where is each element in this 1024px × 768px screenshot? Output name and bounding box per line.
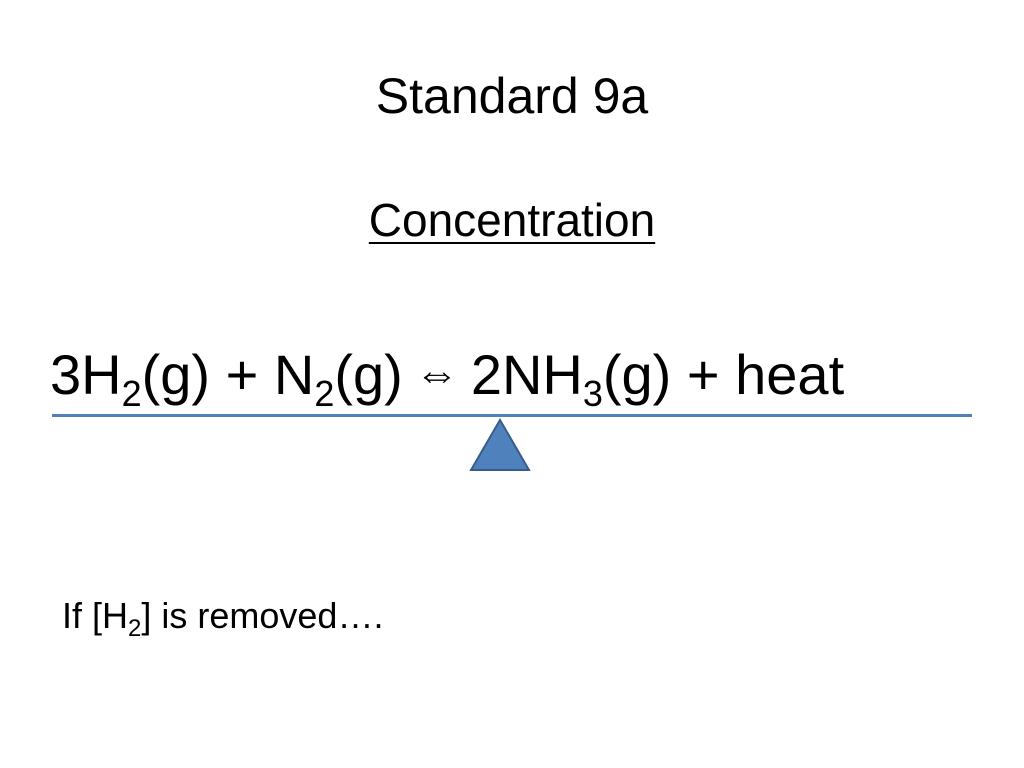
eq-heat-term: (g) + heat bbox=[602, 343, 845, 406]
eq-h2-subscript: 2 bbox=[121, 373, 142, 414]
eq-plus-n2-term: (g) + N bbox=[141, 343, 315, 406]
eq-n2-state: (g) bbox=[334, 343, 403, 406]
prompt-subscript: 2 bbox=[128, 615, 142, 642]
equilibrium-arrow-icon: ⇔ bbox=[414, 349, 459, 398]
eq-nh3-term: 2NH bbox=[470, 343, 583, 406]
prompt-prefix: If [H bbox=[62, 595, 129, 636]
prompt-text: If [H2] is removed…. bbox=[62, 592, 384, 642]
chemical-equation: 3H2(g) + N2(g)⇔2NH3(g) + heat bbox=[50, 338, 980, 414]
eq-nh3-subscript: 3 bbox=[582, 373, 603, 414]
balance-beam bbox=[52, 414, 972, 417]
slide-title: Standard 9a bbox=[375, 68, 649, 124]
eq-n2-subscript: 2 bbox=[314, 373, 335, 414]
slide-subtitle: Concentration bbox=[0, 190, 1024, 250]
prompt-suffix: ] is removed…. bbox=[141, 595, 384, 636]
fulcrum-triangle-icon bbox=[469, 418, 531, 471]
eq-h2-term: 3H bbox=[50, 343, 122, 406]
subtitle-text: Concentration bbox=[368, 194, 656, 246]
